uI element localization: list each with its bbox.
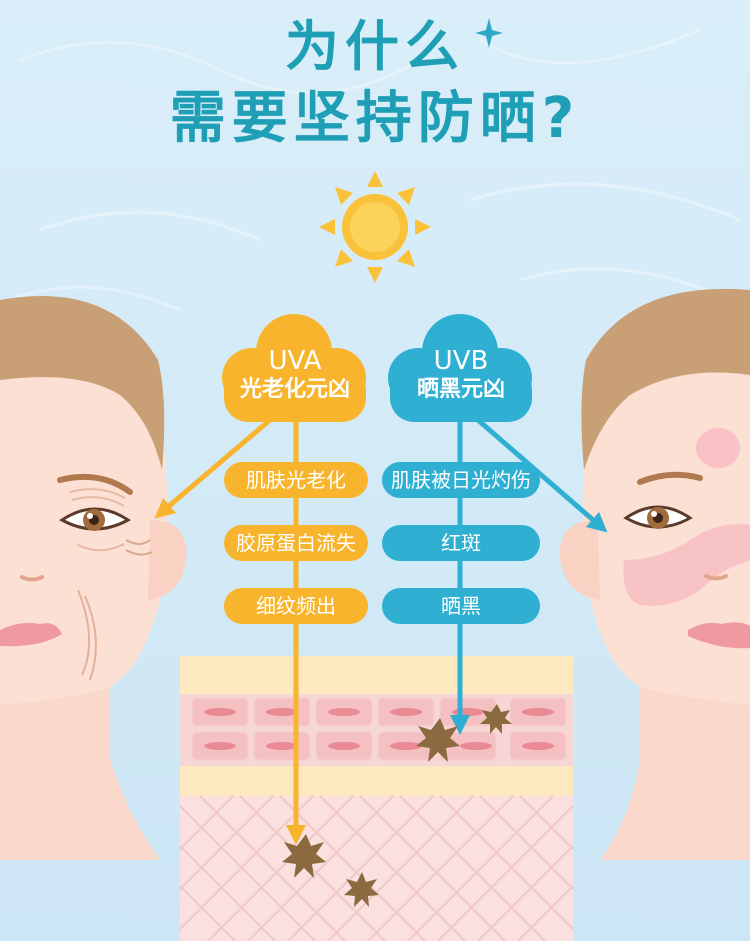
sun-icon <box>319 171 431 283</box>
uva-effect-pill: 细纹频出 <box>224 588 368 624</box>
uva-effect-pill: 胶原蛋白流失 <box>224 525 368 561</box>
uva-code: UVA <box>268 346 322 376</box>
uvb-cloud-label: UVB 晒黑元凶 <box>390 346 532 404</box>
water-ripples <box>9 28 741 312</box>
uva-effect-pill: 肌肤光老化 <box>224 462 368 498</box>
uva-subtitle: 光老化元凶 <box>239 377 350 402</box>
page-title-line1: 为什么 <box>285 15 465 78</box>
uvb-effect-pill: 肌肤被日光灼伤 <box>382 462 540 498</box>
page-title-line2: 需要坚持防晒? <box>169 86 581 151</box>
right-face <box>559 288 750 860</box>
sparkle-icon <box>475 18 503 48</box>
uva-cloud <box>222 314 366 422</box>
skin-cross-section <box>179 656 574 941</box>
uvb-effect-pill: 红斑 <box>382 525 540 561</box>
damage-star-icon <box>282 834 326 878</box>
left-face <box>0 296 187 860</box>
uvb-cloud <box>388 314 532 422</box>
uvb-subtitle: 晒黑元凶 <box>416 377 505 402</box>
uvb-effect-pill: 晒黑 <box>382 588 540 624</box>
damage-star-icon <box>480 704 512 734</box>
uva-cloud-label: UVA 光老化元凶 <box>224 346 366 404</box>
damage-star-icon <box>416 718 460 762</box>
damage-star-icon <box>344 872 379 907</box>
damage-stars <box>282 704 512 907</box>
uvb-code: UVB <box>433 346 489 376</box>
